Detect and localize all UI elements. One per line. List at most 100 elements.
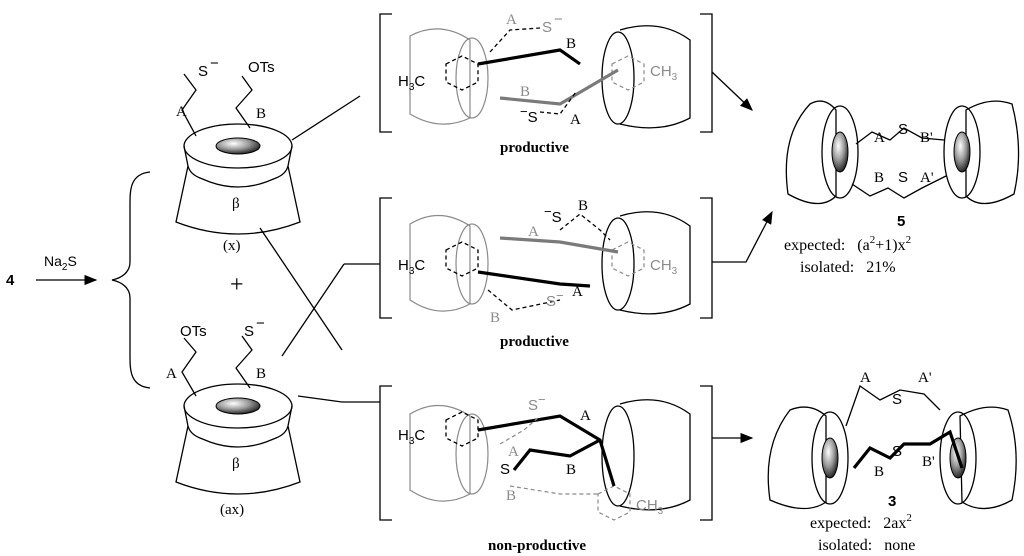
cyclodextrin-right bbox=[965, 100, 1020, 205]
link-label-B: B bbox=[874, 170, 884, 186]
cyclodextrin-body bbox=[175, 425, 301, 495]
monomer-ax: β (ax) A OTs B S − bbox=[166, 315, 301, 518]
bond-B-top bbox=[477, 48, 581, 66]
link-label-A: A bbox=[176, 104, 187, 120]
cavity-icon bbox=[821, 437, 839, 479]
link-label-A: A bbox=[860, 370, 871, 386]
cavity-icon bbox=[831, 131, 849, 173]
ts1-caption: productive bbox=[500, 140, 569, 156]
cyclodextrin-left bbox=[767, 406, 827, 510]
cyclodextrin-left-rim bbox=[455, 223, 489, 305]
sulfur-S: S bbox=[898, 121, 908, 138]
cyclodextrin-right bbox=[959, 406, 1017, 510]
sulfur-S: −S bbox=[520, 104, 538, 126]
cyclodextrin-right bbox=[619, 211, 691, 315]
thiolate-S: S bbox=[244, 323, 254, 340]
bond-A-bottom bbox=[477, 270, 591, 288]
aryl-ring-left bbox=[445, 241, 479, 277]
cyclodextrin-left-rim bbox=[811, 411, 849, 505]
ts3-caption: non-productive bbox=[488, 538, 586, 554]
sulfur-S: S bbox=[892, 443, 902, 460]
sulfur-S: S− bbox=[528, 392, 546, 414]
dashed-B-top bbox=[559, 213, 611, 241]
cavity-icon bbox=[953, 131, 971, 173]
reactant-4: 4 Na2S bbox=[6, 171, 151, 389]
product-5-expected: expected:(a2+1)x2 bbox=[784, 234, 911, 254]
methyl-left: H3C bbox=[398, 427, 425, 447]
cyclodextrin-left-rim bbox=[455, 37, 489, 119]
bond-B bbox=[512, 438, 601, 471]
link-label-A: A bbox=[572, 284, 583, 300]
product-5-isolated: isolated:21% bbox=[800, 259, 896, 276]
tosylate-OTs: OTs bbox=[180, 323, 207, 340]
linker-A-left bbox=[181, 337, 197, 397]
reagent-label: Na2S bbox=[44, 253, 77, 273]
plus-sign: + bbox=[230, 272, 244, 298]
linker-B-right bbox=[235, 75, 253, 129]
ring-label-beta: β bbox=[232, 196, 240, 212]
bracket-left bbox=[379, 13, 392, 133]
bracket-right bbox=[700, 13, 713, 133]
product-3: A S A' B S B' 3 expected:2ax2 isolated:n… bbox=[767, 370, 1017, 554]
dashed-A bbox=[499, 415, 541, 445]
link-label-A: A bbox=[528, 224, 539, 240]
link-label-B: B bbox=[256, 366, 266, 382]
aryl-ring-right bbox=[611, 55, 645, 91]
link-label-B-prime: B' bbox=[920, 130, 933, 146]
methyl-right: CH3 bbox=[636, 497, 664, 517]
link-label-B: B bbox=[566, 36, 576, 52]
bracket-left bbox=[379, 197, 392, 319]
monomer-x-label: (x) bbox=[223, 238, 241, 254]
cavity-icon bbox=[215, 397, 261, 415]
linker-A-left bbox=[181, 73, 197, 137]
sulfur-S: S− bbox=[546, 288, 564, 310]
pathway-lines bbox=[259, 95, 380, 403]
aryl-ring-right bbox=[597, 485, 631, 521]
grouping-brace bbox=[111, 171, 151, 389]
bond-B-bottom bbox=[499, 68, 619, 106]
bracket-left bbox=[379, 385, 392, 521]
sulfur-S: S bbox=[898, 169, 908, 186]
cyclodextrin-right-rim bbox=[601, 217, 635, 311]
product-arrows bbox=[711, 71, 773, 444]
bridge-top bbox=[855, 127, 945, 145]
link-label-A: A bbox=[874, 130, 885, 146]
bridge-top bbox=[845, 384, 941, 427]
cyclodextrin-left bbox=[409, 404, 471, 502]
transition-state-1: H3C CH3 A S − B B −S A productive bbox=[379, 11, 713, 156]
bridge-bottom bbox=[851, 175, 947, 199]
link-label-A: A bbox=[570, 112, 581, 128]
product-3-expected: expected:2ax2 bbox=[810, 512, 912, 532]
product-5: A S B' B S A' 5 expected:(a2+1)x2 isolat… bbox=[784, 100, 1020, 276]
linker-B-right bbox=[235, 335, 253, 389]
product-3-number: 3 bbox=[888, 493, 896, 510]
cyclodextrin-left-rim bbox=[821, 105, 859, 199]
product-3-isolated: isolated:none bbox=[818, 537, 915, 554]
link-label-B: B bbox=[256, 106, 266, 122]
thiolate-S: S bbox=[198, 63, 208, 80]
methyl-right: CH3 bbox=[650, 63, 678, 83]
cyclodextrin-right-rim bbox=[939, 411, 977, 505]
sulfur-S: S bbox=[542, 19, 552, 36]
bond-A bbox=[477, 414, 616, 487]
link-label-A-prime: A' bbox=[920, 170, 934, 186]
bridge-bottom bbox=[852, 429, 964, 469]
bracket-right bbox=[700, 197, 713, 319]
aryl-ring-left bbox=[445, 55, 479, 91]
monomer-x: β (x) A S − B OTs bbox=[175, 55, 301, 254]
ring-label-beta: β bbox=[232, 456, 240, 472]
link-label-B: B bbox=[506, 488, 516, 504]
dashed-A-top bbox=[489, 27, 541, 53]
bond-A-top bbox=[499, 236, 619, 254]
link-label-B-prime: B' bbox=[922, 454, 935, 470]
link-label-A-prime: A' bbox=[918, 370, 932, 386]
bracket-right bbox=[700, 385, 713, 521]
sulfur-S: S bbox=[892, 391, 902, 408]
methyl-left: H3C bbox=[398, 73, 425, 93]
cavity-icon bbox=[215, 137, 261, 155]
product-5-number: 5 bbox=[897, 213, 905, 230]
ts2-caption: productive bbox=[500, 334, 569, 350]
link-label-A: A bbox=[580, 408, 591, 424]
transition-state-3: H3C CH3 S− A A S B B non-productive bbox=[379, 385, 713, 554]
